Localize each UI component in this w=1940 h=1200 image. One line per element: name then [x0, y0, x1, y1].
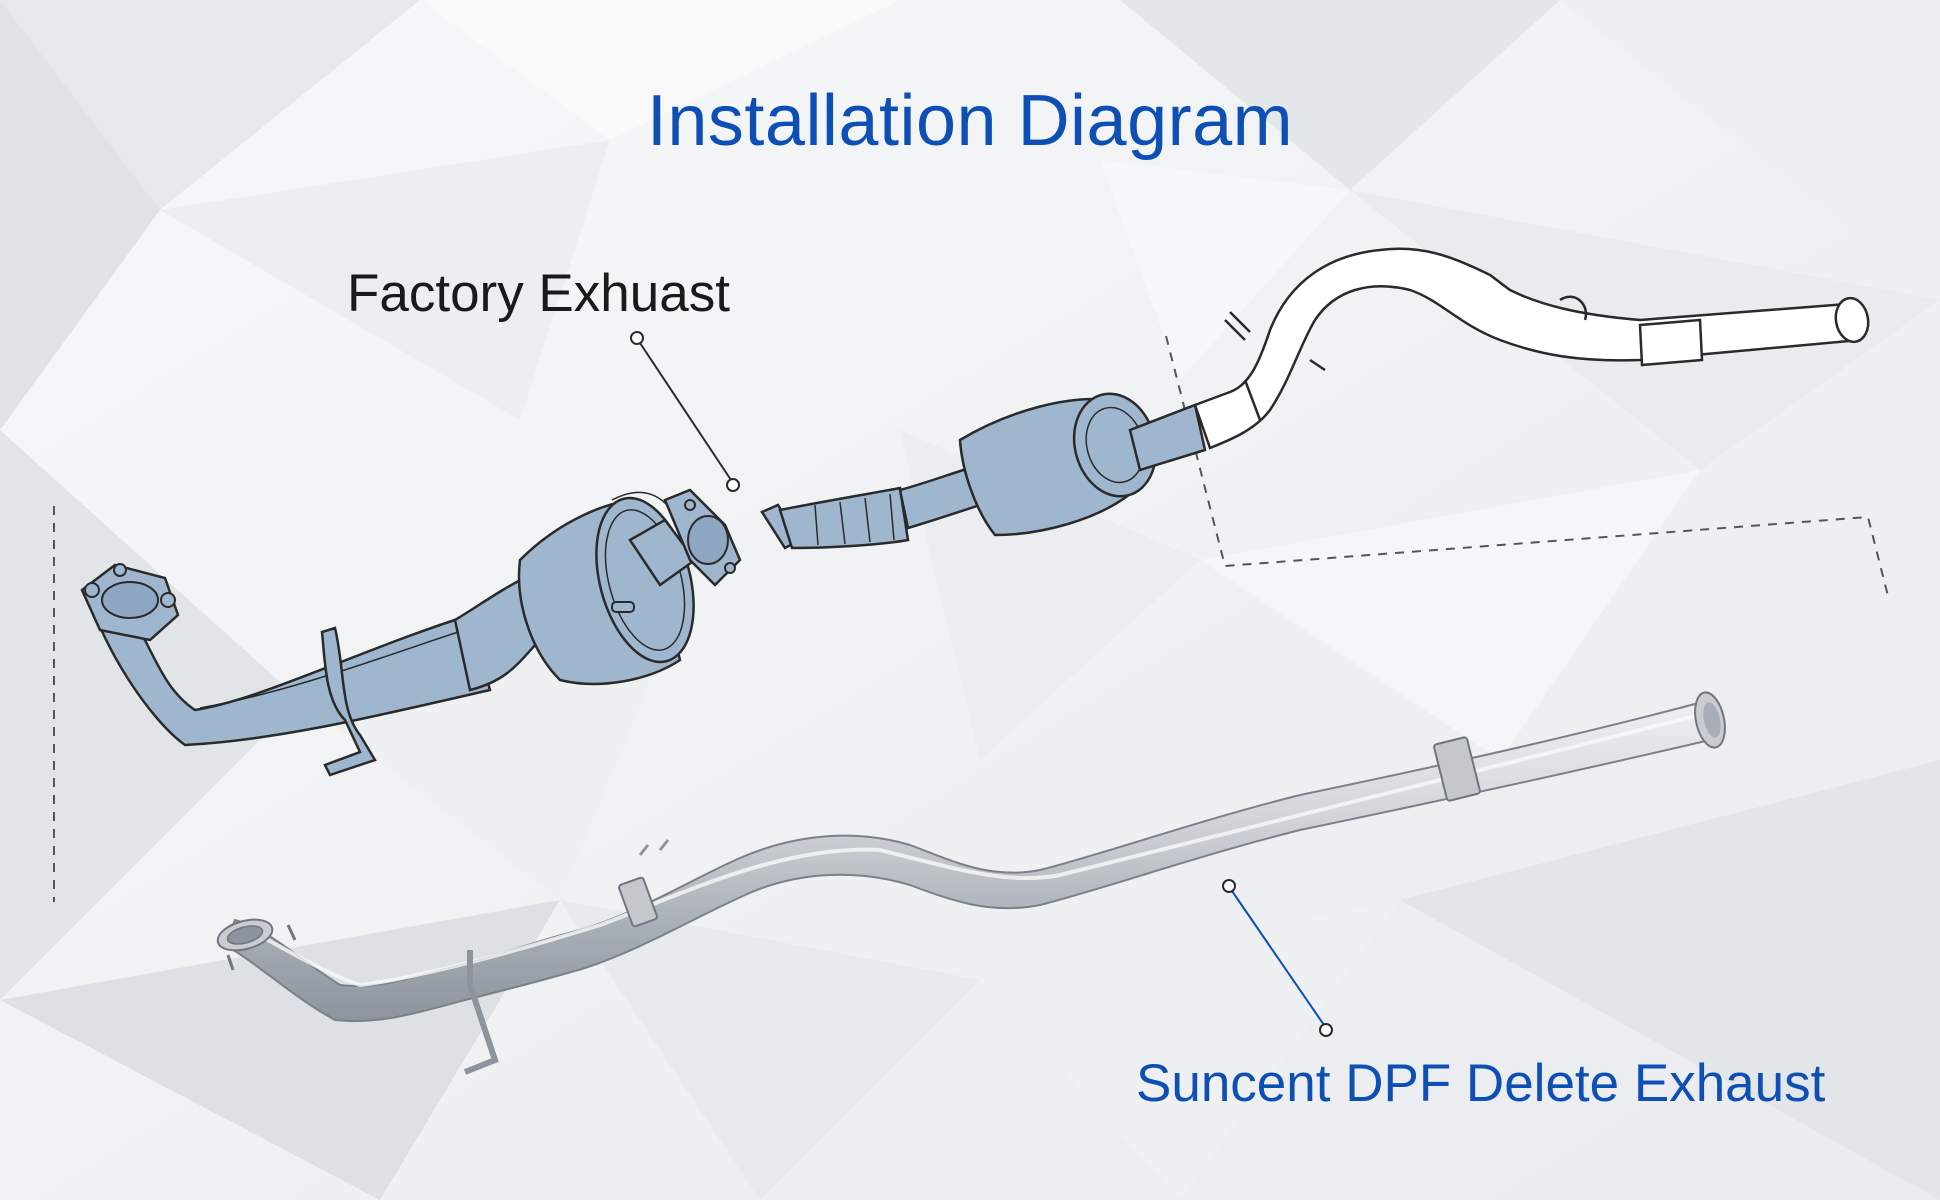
- suncent-delete-pipe: [216, 691, 1726, 1075]
- leader-dot-icon: [726, 478, 740, 492]
- dashed-guides: [53, 335, 1890, 902]
- suncent-exhaust-label: Suncent DPF Delete Exhaust: [1136, 1054, 1826, 1113]
- factory-midpipe: [760, 392, 1207, 550]
- factory-downpipe: [80, 563, 492, 777]
- factory-exhaust: [80, 247, 1870, 777]
- factory-converter: [453, 488, 742, 692]
- leader-dot-icon: [630, 331, 644, 345]
- factory-exhaust-label: Factory Exhuast: [347, 264, 730, 323]
- page-title: Installation Diagram: [646, 81, 1294, 161]
- leader-dot-icon: [1222, 879, 1236, 893]
- factory-leader: [630, 331, 740, 492]
- factory-tailpipe: [1193, 247, 1870, 450]
- leader-dot-icon: [1319, 1023, 1333, 1037]
- suncent-leader: [1222, 879, 1333, 1037]
